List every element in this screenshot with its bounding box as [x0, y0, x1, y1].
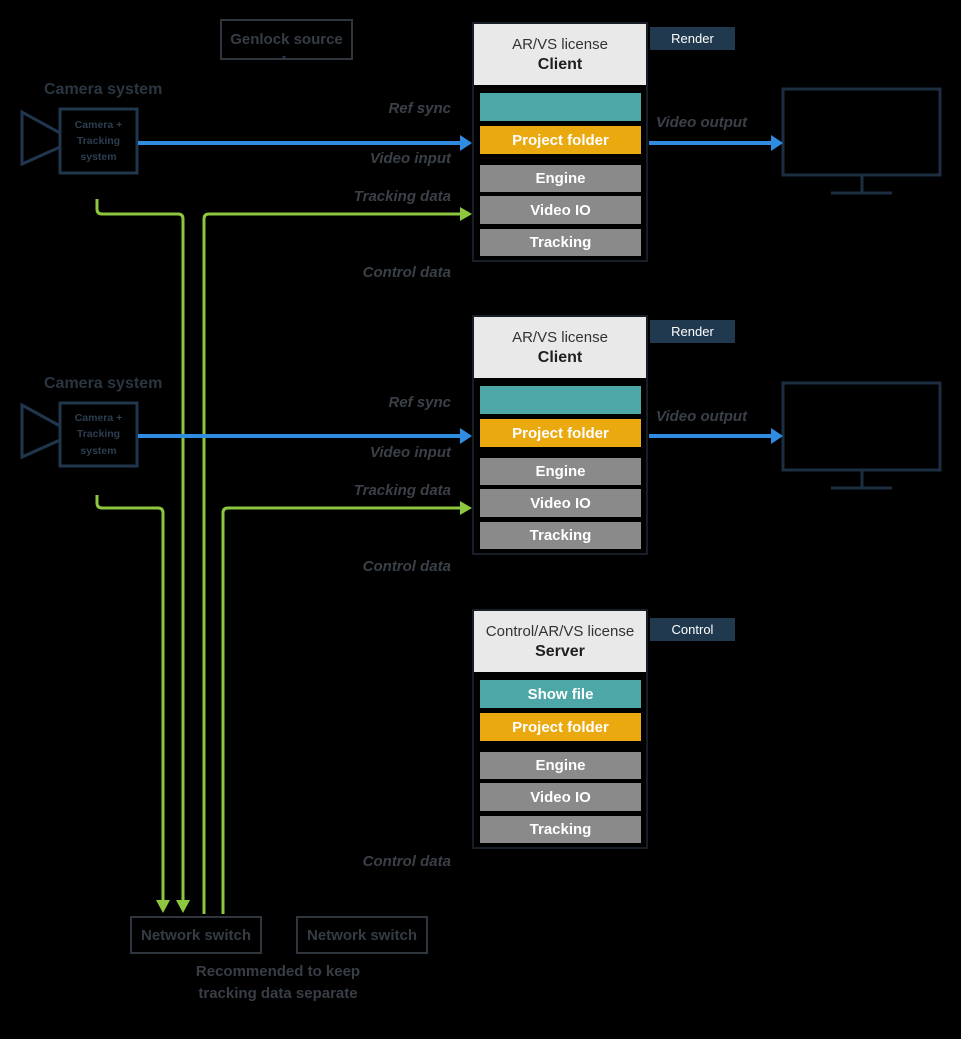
arrow-down-icon — [156, 900, 170, 913]
arrow-right-icon — [460, 501, 472, 515]
network-switch-1-label: Network switch — [140, 926, 252, 944]
server-row-project-folder: Project folder — [480, 713, 641, 741]
server-box: Control/AR/VS license Server Control Sho… — [472, 609, 735, 849]
tracking-arrowheads — [156, 207, 472, 913]
client2-role: Client — [537, 348, 583, 366]
tracking-wire-switch-to-client1 — [202, 212, 460, 914]
tracking-wire-camera1-to-switch — [95, 199, 185, 906]
server-row-video-io: Video IO — [480, 783, 641, 811]
control-data-label-2: Control data — [362, 558, 451, 575]
network-switch-1-box: Network switch — [130, 916, 262, 954]
client2-license: AR/VS license — [512, 328, 608, 346]
tracking-wire-switch-to-client2 — [221, 506, 460, 914]
tracking-wire-camera2-to-switch — [95, 495, 165, 906]
client1-row-sync — [480, 93, 641, 121]
ref-sync-label-1: Ref sync — [388, 100, 451, 117]
tracking-wires — [95, 199, 460, 914]
camera-icon — [20, 401, 139, 468]
server-license: Control/AR/VS license — [485, 622, 635, 640]
arrow-right-icon — [460, 207, 472, 221]
server-row-engine: Engine — [480, 752, 641, 779]
video-arrowheads — [460, 135, 783, 444]
camera2-body-label: Camera + Tracking system — [74, 412, 123, 457]
video-wires — [138, 141, 771, 438]
control-data-label-3: Control data — [362, 853, 451, 870]
arrow-right-icon — [771, 135, 783, 151]
arrow-right-icon — [460, 428, 472, 444]
server-row-show-file: Show file — [480, 680, 641, 708]
recommendation-note-line1: Recommended to keep — [195, 963, 361, 980]
client1-role: Client — [537, 55, 583, 73]
monitor-icon — [781, 381, 942, 490]
client1-row-project-folder: Project folder — [480, 126, 641, 154]
client1-license: AR/VS license — [512, 35, 608, 53]
video-input-label-1: Video input — [369, 150, 451, 167]
client1-row-video-io: Video IO — [480, 196, 641, 224]
client1-row-engine: Engine — [480, 165, 641, 192]
tracking-data-label-1: Tracking data — [353, 188, 451, 205]
server-row-tracking: Tracking — [480, 816, 641, 843]
server-role: Server — [535, 642, 585, 660]
client2-row-tracking: Tracking — [480, 522, 641, 549]
monitor-icon — [781, 87, 942, 195]
client1-header: AR/VS license Client — [474, 24, 646, 85]
client2-row-video-io: Video IO — [480, 489, 641, 517]
client1-render-tag: Render — [650, 27, 735, 50]
camera-icon — [20, 107, 139, 175]
tracking-data-label-2: Tracking data — [353, 482, 451, 499]
video-output-label-2: Video output — [656, 408, 748, 425]
camera1-title: Camera system — [44, 81, 163, 98]
video-input-label-2: Video input — [369, 444, 451, 461]
client2-render-tag: Render — [650, 320, 735, 343]
network-switch-2-box: Network switch — [296, 916, 428, 954]
client2-row-project-folder: Project folder — [480, 419, 641, 447]
client1-row-tracking: Tracking — [480, 229, 641, 256]
client2-header: AR/VS license Client — [474, 317, 646, 378]
client2-row-engine: Engine — [480, 458, 641, 485]
video-output-label-1: Video output — [656, 114, 748, 131]
ref-sync-label-2: Ref sync — [388, 394, 451, 411]
recommendation-note-line2: tracking data separate — [198, 984, 358, 1002]
network-switch-2-label: Network switch — [306, 926, 418, 944]
arrow-down-icon — [176, 900, 190, 913]
genlock-source-label: Genlock source — [230, 31, 343, 48]
camera2-title: Camera system — [44, 375, 163, 392]
genlock-source-box: Genlock source — [220, 19, 353, 60]
arrow-right-icon — [771, 428, 783, 444]
recommendation-note: Recommended to keep tracking data separa… — [160, 961, 396, 1005]
server-control-tag: Control — [650, 618, 735, 641]
client2-row-sync — [480, 386, 641, 414]
client2-box: AR/VS license Client Render Project fold… — [472, 315, 735, 555]
camera1-body-label: Camera + Tracking system — [74, 118, 123, 164]
arrow-right-icon — [460, 135, 472, 151]
server-header: Control/AR/VS license Server — [474, 611, 646, 672]
client1-box: AR/VS license Client Render Project fold… — [472, 22, 735, 262]
control-data-label-1: Control data — [362, 264, 451, 281]
